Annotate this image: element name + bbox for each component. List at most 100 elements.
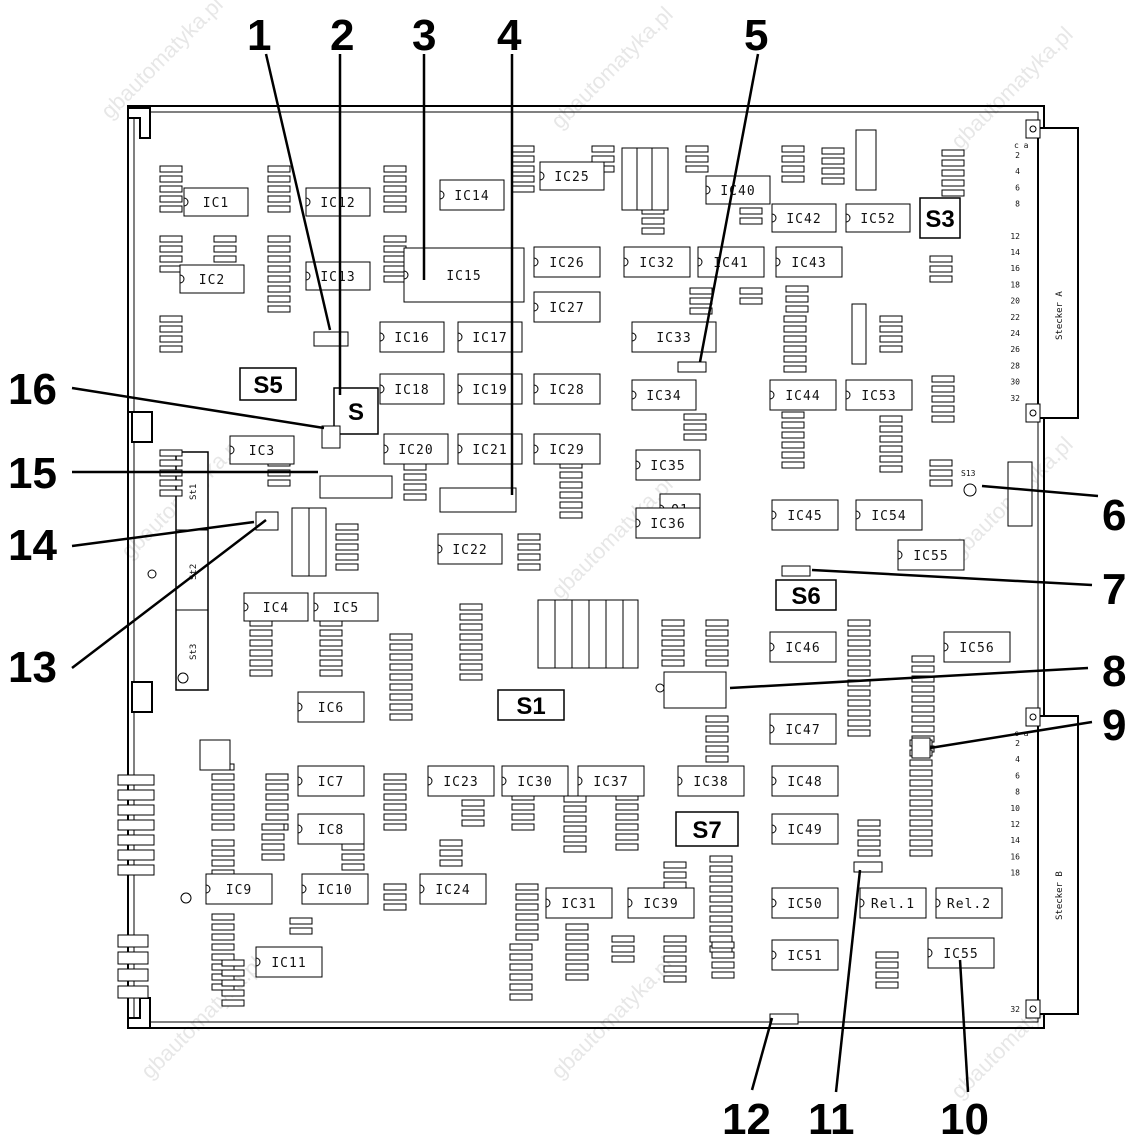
ic-label: IC18 bbox=[394, 383, 429, 398]
passive-component bbox=[563, 795, 587, 803]
passive-component bbox=[267, 265, 291, 273]
passive-component bbox=[459, 663, 483, 671]
ic-body bbox=[383, 433, 449, 465]
passive-component bbox=[929, 479, 953, 487]
passive-component bbox=[267, 255, 291, 263]
ic-body bbox=[179, 264, 245, 294]
passive-component bbox=[389, 663, 413, 671]
callout-3: 3 bbox=[412, 11, 436, 60]
passive-component bbox=[517, 533, 541, 541]
passive-component bbox=[159, 235, 183, 243]
ic-ic1: IC1 bbox=[183, 187, 249, 217]
switch-label: S6 bbox=[791, 583, 820, 610]
switch-body bbox=[239, 367, 297, 401]
passive-component bbox=[383, 265, 407, 273]
ic-notch bbox=[855, 510, 861, 520]
ic-label: IC40 bbox=[720, 184, 755, 199]
passive-component bbox=[739, 207, 763, 215]
passive-component bbox=[383, 255, 407, 263]
ic-ic31: IC31 bbox=[545, 887, 613, 919]
passive-component bbox=[509, 973, 533, 981]
ic-body bbox=[775, 246, 843, 278]
passive-component bbox=[383, 195, 407, 203]
ic-notch bbox=[313, 602, 319, 612]
connector-pin-label: 4 bbox=[1015, 167, 1020, 176]
ic-body bbox=[205, 873, 273, 905]
passive-component bbox=[509, 993, 533, 1001]
passive-component bbox=[565, 933, 589, 941]
passive-component bbox=[709, 935, 733, 943]
passive-component bbox=[661, 659, 685, 667]
passive-component bbox=[211, 913, 235, 921]
ic-label: IC3 bbox=[249, 444, 275, 459]
ic-body bbox=[635, 507, 701, 539]
ic-label: IC23 bbox=[443, 775, 478, 790]
ic-body bbox=[419, 873, 487, 905]
callout-12: 12 bbox=[722, 1095, 771, 1144]
ic-ic44: IC44 bbox=[769, 379, 837, 411]
passive-component bbox=[383, 175, 407, 183]
passive-component bbox=[689, 287, 713, 295]
passive-component bbox=[879, 335, 903, 343]
passive-component bbox=[879, 425, 903, 433]
stecker-b-label: Stecker B bbox=[1055, 871, 1065, 920]
callout-leaders bbox=[71, 53, 1099, 1093]
ic-body bbox=[897, 539, 965, 571]
passive-component bbox=[685, 145, 709, 153]
ic-label: IC53 bbox=[861, 389, 896, 404]
passive-component bbox=[439, 859, 463, 867]
passive-component bbox=[711, 951, 735, 959]
callout-11: 11 bbox=[808, 1095, 855, 1144]
ic-label: IC19 bbox=[472, 383, 507, 398]
ic-label: IC41 bbox=[713, 256, 748, 271]
passive-component bbox=[159, 459, 183, 467]
ic-ic20: IC20 bbox=[383, 433, 449, 465]
s13-label: S13 bbox=[961, 469, 976, 478]
passive-component bbox=[211, 803, 235, 811]
passive-component bbox=[559, 491, 583, 499]
ic-notch bbox=[627, 898, 633, 908]
connector-pin-label: 32 bbox=[1010, 1005, 1020, 1014]
passive-component bbox=[929, 275, 953, 283]
passive-component bbox=[563, 845, 587, 853]
ic-ic11: IC11 bbox=[255, 946, 323, 978]
ic-label: IC32 bbox=[639, 256, 674, 271]
callout-14: 14 bbox=[8, 521, 57, 570]
passive-component bbox=[383, 245, 407, 253]
ic-ic49: IC49 bbox=[771, 813, 839, 845]
passive-component bbox=[709, 905, 733, 913]
ic-notch bbox=[383, 444, 389, 454]
ic-body bbox=[539, 161, 605, 191]
passive-component bbox=[221, 959, 245, 967]
passive-component bbox=[319, 649, 343, 657]
passive-component bbox=[383, 783, 407, 791]
passive-component bbox=[911, 705, 935, 713]
callout-2: 2 bbox=[330, 11, 354, 60]
passive-component bbox=[211, 823, 235, 831]
watermark: gbautomatyka.pl bbox=[546, 952, 678, 1084]
ic-notch bbox=[205, 884, 211, 894]
ic-ic45: IC45 bbox=[771, 499, 839, 531]
passive-component bbox=[267, 285, 291, 293]
passive-component bbox=[319, 659, 343, 667]
switch-s3: S3 bbox=[919, 197, 961, 239]
ic-body bbox=[379, 321, 445, 353]
passive-component bbox=[683, 423, 707, 431]
ic-label: IC27 bbox=[549, 301, 584, 316]
passive-component bbox=[909, 829, 933, 837]
passive-component bbox=[783, 315, 807, 323]
ic-label: IC22 bbox=[452, 543, 487, 558]
passive-component bbox=[383, 165, 407, 173]
ic-ic34: IC34 bbox=[631, 379, 697, 411]
ic-body bbox=[439, 179, 505, 211]
ic-label: IC55 bbox=[913, 549, 948, 564]
passive-component bbox=[711, 971, 735, 979]
passive-component bbox=[509, 983, 533, 991]
ic-notch bbox=[935, 898, 941, 908]
passive-component bbox=[213, 245, 237, 253]
passive-component bbox=[911, 695, 935, 703]
passive-component bbox=[909, 839, 933, 847]
ic-notch bbox=[631, 332, 637, 342]
ic-body bbox=[437, 533, 503, 565]
passive-component bbox=[267, 245, 291, 253]
